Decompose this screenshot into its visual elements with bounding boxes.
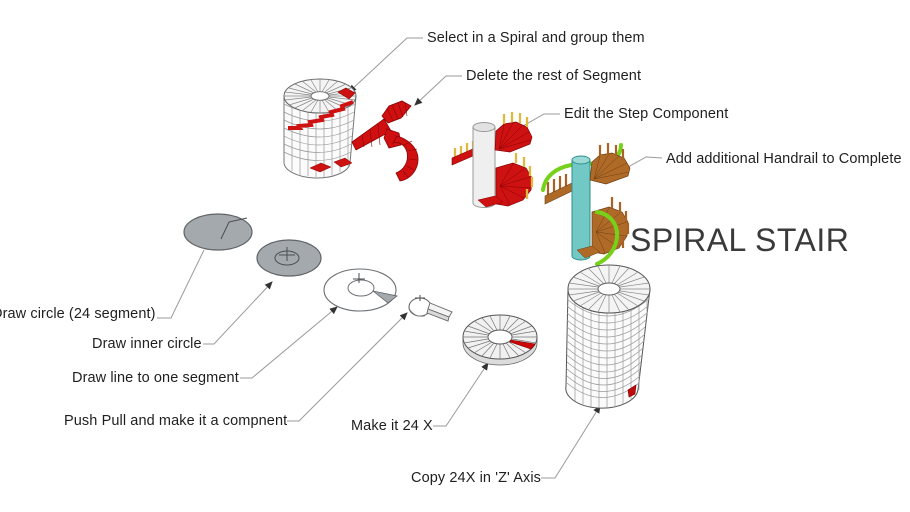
stair3-bottom-step (576, 245, 601, 259)
completed-spiral-stair (541, 143, 631, 266)
deleted-spiral-segment (351, 100, 419, 182)
label-push-pull: Push Pull and make it a compnent (64, 413, 288, 429)
label-select-spiral: Select in a Spiral and group them (427, 30, 645, 46)
component-crosshair (415, 295, 425, 301)
leader-select-spiral (348, 37, 423, 93)
cylinder2-red-segment (627, 384, 637, 398)
circle-radius-mark (220, 217, 248, 240)
leader-delete-segment (414, 75, 462, 106)
drawn-circle-shape (183, 213, 253, 251)
segment-top-stack (381, 100, 412, 124)
red-spiral-band (288, 100, 354, 130)
label-make-24x: Make it 24 X (351, 418, 433, 434)
annulus-crosshair (353, 273, 365, 283)
stair3-top-balusters (598, 143, 625, 160)
leader-edit-step (515, 113, 560, 131)
stair2-top-fan-ridges (498, 122, 532, 150)
disc-red-segment (509, 339, 536, 350)
cylinder2-center-hole (597, 282, 621, 296)
segment-arc-ridges (402, 140, 418, 178)
stair3-pole (571, 159, 591, 261)
label-draw-inner-circle: Draw inner circle (92, 336, 202, 352)
red-step-top-rim (337, 87, 356, 100)
leader-draw-circle (157, 249, 205, 319)
label-edit-step: Edit the Step Component (564, 106, 729, 122)
stair2-pole-top (472, 122, 496, 132)
stair2-pole (472, 126, 496, 208)
stair3-pole-top (571, 155, 591, 165)
disc-center-hole (487, 329, 513, 345)
page-title: SPIRAL STAIR (630, 222, 850, 258)
pushpull-component (408, 295, 453, 322)
stair2-lower-fan-ridges (499, 163, 532, 206)
leader-draw-inner (203, 281, 273, 345)
stair2-left-balusters (453, 139, 481, 158)
component-ring-edge (409, 309, 426, 317)
label-copy-24x: Copy 24X in 'Z' Axis (411, 470, 542, 486)
circle-outer (256, 239, 322, 277)
inner-circle-shape (256, 239, 322, 277)
segment-band (351, 118, 392, 151)
disc-24-segments (462, 314, 538, 366)
segment-band-ridges (361, 123, 381, 148)
handrail-lower (595, 210, 620, 266)
leader-copy-24x (541, 405, 601, 479)
label-delete-segment: Delete the rest of Segment (466, 68, 642, 84)
segment-arc (392, 135, 419, 182)
annulus-inner (347, 279, 375, 297)
label-draw-line: Draw line to one segment (72, 370, 239, 386)
segment-mid-stack (383, 128, 402, 149)
leader-push-pull (287, 312, 408, 422)
circle-crosshair (279, 247, 295, 261)
red-step-bottom-2 (309, 162, 332, 173)
cylinder2-top-spokes (568, 265, 650, 313)
leader-draw-line (240, 306, 338, 379)
red-step-bottom-1 (333, 157, 353, 168)
segment-top-ridges (386, 102, 408, 122)
stair2-bottom-step (477, 195, 504, 208)
circle-24-segment (183, 213, 253, 251)
cylinder2-vertical-grid (574, 298, 648, 408)
component-bar-side (426, 308, 450, 322)
stair2-lower-balusters (514, 153, 534, 199)
cylinder2-horizontal-grid (566, 298, 650, 398)
spiral-stair-red-steps (451, 112, 534, 208)
segment-line-shape (323, 268, 398, 312)
label-draw-circle: Draw circle (24 segment) (0, 306, 156, 322)
copied-cylinder (565, 264, 651, 409)
leader-lines (157, 37, 663, 479)
cylinder-with-red-spiral (283, 78, 357, 179)
stair3-top-fan-ridges (593, 153, 630, 180)
stair2-top-balusters (502, 112, 529, 127)
label-add-handrail: Add additional Handrail to Complete (666, 151, 902, 167)
stair3-left-balusters (546, 174, 568, 196)
leader-make-24x (433, 362, 489, 427)
cylinder-center-hole (310, 91, 330, 101)
cylinder-top-spokes (284, 79, 356, 113)
stair3-lower-fan-ridges (595, 207, 628, 254)
stair2-lower-fan (495, 162, 533, 207)
one-segment-wedge (372, 290, 398, 304)
stair3-lower-balusters (610, 197, 630, 248)
